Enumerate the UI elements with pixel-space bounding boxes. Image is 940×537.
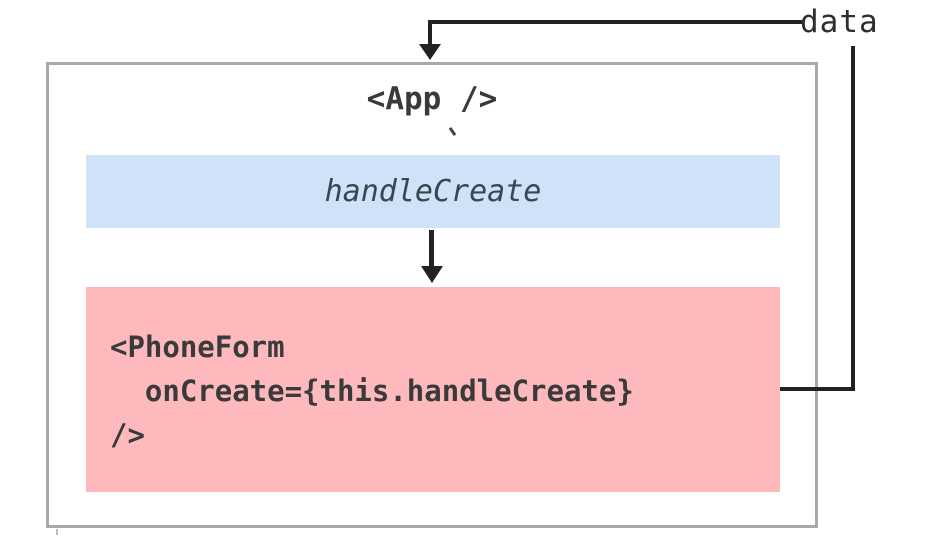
app-component-box: <App /> handleCreate <PhoneForm onCreate…: [46, 62, 818, 528]
handle-create-bar: handleCreate: [86, 155, 780, 228]
data-flow-line-right: [851, 46, 855, 391]
phoneform-code-box: <PhoneForm onCreate={this.handleCreate} …: [86, 287, 780, 492]
stray-tick-mark: [448, 126, 457, 137]
stray-corner-mark: [56, 529, 58, 535]
code-line-oncreate-prop: onCreate={this.handleCreate}: [110, 374, 634, 408]
data-flow-line-top-drop: [428, 20, 432, 47]
data-flow-label: data: [800, 4, 879, 40]
arrow-into-app-icon: [419, 44, 441, 60]
handle-create-label: handleCreate: [324, 174, 542, 209]
code-line-close-tag: />: [110, 418, 145, 452]
app-title: <App />: [366, 81, 498, 117]
code-line-open-tag: <PhoneForm: [110, 330, 285, 364]
data-flow-line-top: [428, 20, 802, 24]
handler-to-phoneform-arrow-icon: [421, 266, 443, 283]
handler-to-phoneform-arrow-shaft: [429, 230, 434, 270]
data-flow-line-from-phoneform: [780, 387, 855, 391]
